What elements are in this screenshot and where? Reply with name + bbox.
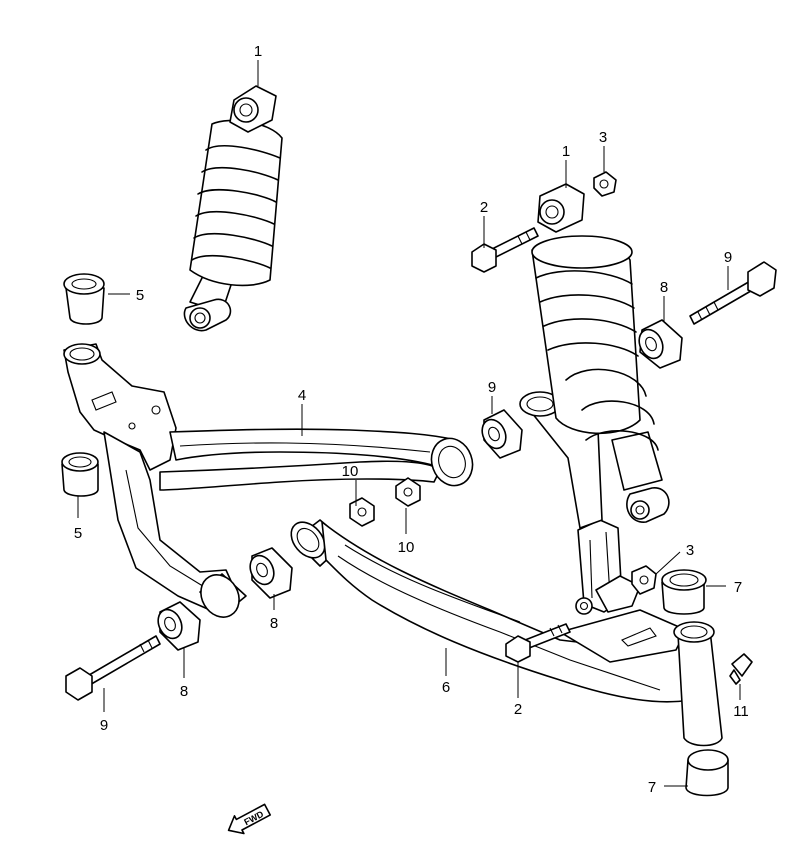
shock-absorber-left [183,85,283,332]
callout-nut-top: 3 [599,129,607,146]
callout-bushing-5-left: 5 [74,525,82,542]
bushing-5-top [63,273,105,325]
callout-bushing-7-upper: 7 [734,579,742,596]
nut-10-left [349,497,375,527]
callout-labels: 1 1 3 2 4 5 5 8 9 9 10 10 3 7 8 8 6 2 9 … [74,43,749,796]
bushing-8-middle [249,547,293,599]
nut-3-top [593,171,617,197]
bushing-7-lower [685,749,729,797]
bushing-9-center [481,409,523,459]
nut-10-right [395,477,421,507]
callout-bushing-8-middle: 8 [270,615,278,632]
callout-nut-10-right: 10 [398,539,415,556]
callout-bushing-5-top: 5 [136,287,144,304]
callout-nut-10-left: 10 [342,463,359,480]
bushing-7-upper [661,569,707,615]
callout-bushing-9-center: 9 [488,379,496,396]
bolt-2-top [471,227,539,273]
callout-arm-lower: 6 [442,679,450,696]
nut-3-right [631,565,657,595]
callout-bolt-lower: 2 [514,701,522,718]
callout-bushing-7-lower: 7 [648,779,656,796]
bolt-9-right [689,261,777,325]
bushing-8-left [157,601,201,651]
shock-absorber-right [531,183,670,523]
callout-bushing-8-left: 8 [180,683,188,700]
callout-bolt-top: 2 [480,199,488,216]
callout-shock-left: 1 [254,43,262,60]
callout-bolt-9-left: 9 [100,717,108,734]
grease-nipple-11 [729,653,753,685]
callout-bushing-8-right: 8 [660,279,668,296]
fwd-arrow-shape [227,803,272,835]
lower-suspension-arm [290,519,723,747]
bushing-5-left [61,452,99,497]
bushing-8-right [638,319,683,369]
bolt-2-lower [505,623,571,663]
callout-bolt-9-right: 9 [724,249,732,266]
forward-direction-arrow: FWD [227,803,272,835]
callout-grease-nipple: 11 [733,703,749,720]
callout-nut-right: 3 [686,542,694,559]
upper-suspension-arm [63,343,603,618]
callout-shock-right: 1 [562,143,570,160]
leader-lines [77,60,741,787]
bolt-9-left [65,635,161,701]
callout-arm-upper: 4 [298,387,306,404]
